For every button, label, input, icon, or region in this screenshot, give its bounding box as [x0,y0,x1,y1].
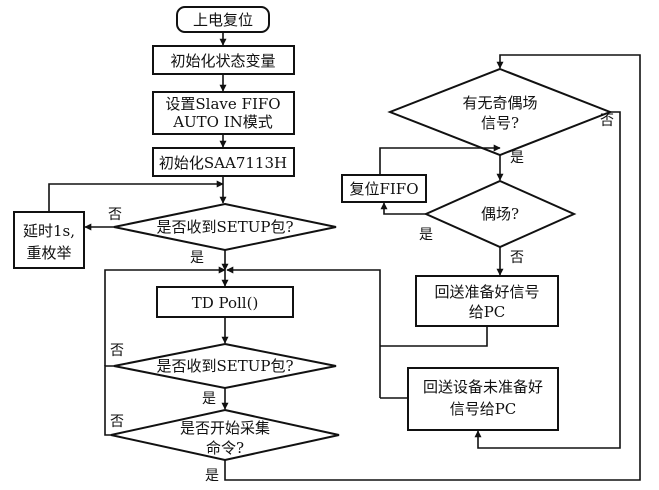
label-no-start: 否 [110,414,124,430]
delay-text-line1: 延时1s, [23,222,75,240]
init-state-node [152,45,295,75]
label-yes-field: 是 [510,150,524,166]
reset-fifo-text: 复位FIFO [349,180,418,198]
arrow-field-no-to-not-ready [474,111,621,449]
init-saa-node [152,147,295,177]
label-no-field: 否 [600,113,614,129]
send-ready-text-line1: 回送准备好信号 [434,283,539,301]
arrow-left-loop-to-merge [104,266,226,366]
td-poll-text: TD Poll() [192,294,259,312]
init-state-text: 初始化状态变量 [170,52,275,70]
delay-node [13,211,85,269]
send-not-ready-node [407,367,559,431]
setup-decision-2-text: 是否收到SETUP包? [156,357,293,375]
line-start-yes-to-right [224,54,641,481]
set-fifo-text-line1: 设置Slave FIFO [165,95,280,113]
start-capture-text-line1: 是否开始采集 [180,419,270,437]
setup-decision-1-text: 是否收到SETUP包? [156,218,293,236]
td-poll-node [156,286,294,318]
arrow-even-yes-to-reset [380,202,426,215]
field-signal-text-line1: 有无奇偶场 [462,94,537,112]
send-not-ready-text-line2: 信号给PC [450,400,517,418]
label-yes-start: 是 [205,468,219,484]
field-signal-text-line2: 信号? [481,114,519,132]
label-no-even: 否 [510,250,524,266]
start-capture-text-line2: 命令? [206,439,244,457]
send-ready-text-line2: 给PC [469,303,506,321]
arrow-reset-loop-back [379,144,501,175]
reset-fifo-node [341,174,427,203]
label-no-setup2: 否 [110,343,124,359]
label-yes-setup2: 是 [202,391,216,407]
field-signal-decision [387,67,613,157]
delay-text-line2: 重枚举 [26,244,71,262]
even-field-text: 偶场? [481,205,519,223]
power-on-text: 上电复位 [193,11,253,29]
label-yes-setup1: 是 [190,250,204,266]
label-no-setup1: 否 [108,207,122,223]
init-saa-text: 初始化SAA7113H [159,154,287,172]
line-ready-return [380,326,488,347]
label-yes-even: 是 [419,227,433,243]
set-fifo-text-line2: AUTO IN模式 [172,113,273,131]
arrow-right-return-to-merge [226,266,381,398]
send-not-ready-text-line1: 回送设备未准备好 [423,378,543,396]
loop-no-branches [104,365,114,436]
arrow-delay-loop-back [48,180,224,212]
